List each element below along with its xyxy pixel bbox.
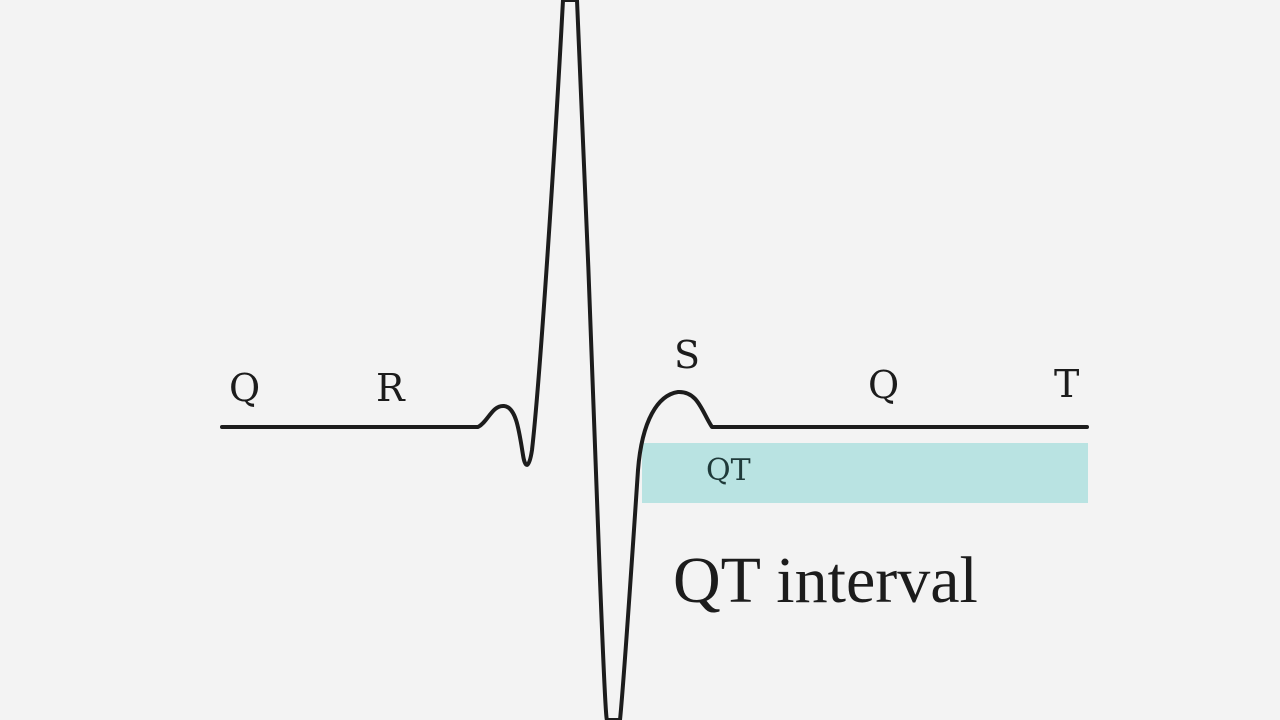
- label-left-r: R: [376, 366, 406, 410]
- label-right-t: T: [1054, 362, 1079, 406]
- qt-band: [642, 443, 1088, 503]
- qt-band-label: QT: [706, 453, 751, 488]
- label-right-q: Q: [868, 363, 899, 407]
- ecg-trace: [220, 0, 1089, 720]
- caption-qt-interval: QT interval: [673, 544, 978, 617]
- label-s: S: [674, 333, 700, 377]
- label-left-q: Q: [229, 366, 260, 410]
